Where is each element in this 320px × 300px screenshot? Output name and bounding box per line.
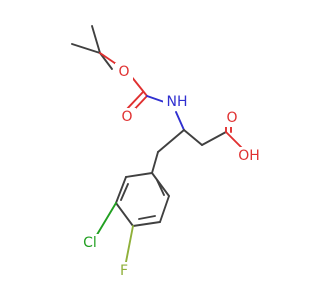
ring-inner-double-3 [120,183,129,201]
bond-tbu-methyl-3 [99,52,113,70]
label-mask [223,109,241,127]
ring-bond-4 [115,202,134,227]
carbonyl-oxygen-label: O [121,109,132,125]
label-mask [115,262,133,280]
ring-bond-1 [151,172,170,197]
acid-oxygen-label: O [226,110,237,126]
label-mask [163,93,191,111]
ether-oxygen-label: O [118,64,129,80]
bond-ring-fluorine [125,225,134,263]
ring-inner-double-1 [156,179,165,196]
bond-tbu-methyl-2 [91,25,101,54]
label-mask [78,234,102,252]
amine-nh-label: NH [167,94,188,110]
label-mask [118,108,136,126]
structure-diagram: O O NH O OH Cl F [71,25,263,280]
fluorine-label: F [120,263,128,279]
ring-bond-2 [159,195,170,223]
ring-bond-6 [125,172,153,178]
bond-chiral-ch2-acid [183,129,203,146]
bond-benzyl-ring [151,151,159,174]
bond-nitrogen-chiral-carbon [175,111,185,131]
label-mask [235,147,263,165]
bond-carbonyl-double-b [125,91,144,111]
ring-bond-3 [132,221,161,227]
hydroxyl-label: OH [238,148,260,164]
bond-oxygen-carbonyl-carbon [130,75,148,97]
bond-tbu-methyl-1 [71,43,101,54]
chlorine-label: Cl [83,235,97,251]
label-mask [115,63,133,81]
ring-bond-5 [115,176,127,204]
bond-chiral-benzyl-ch2 [157,129,185,153]
bond-ring-chlorine [94,202,117,239]
ring-inner-double-2 [138,215,156,220]
bond-carboxyl-hydroxyl [225,131,243,149]
bond-ch2-carboxyl-carbon [201,131,227,146]
